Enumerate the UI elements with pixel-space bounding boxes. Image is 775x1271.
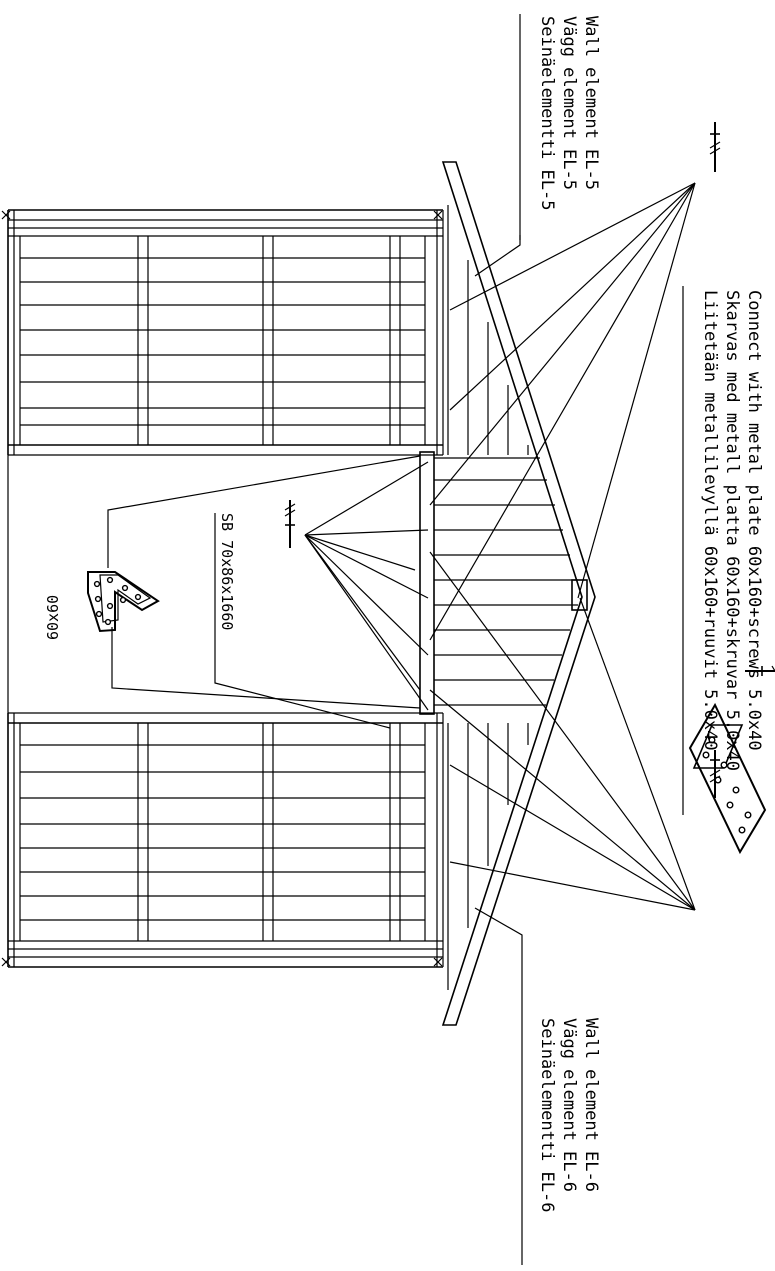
leader-lines (107, 182, 696, 950)
label-el6: Wall element EL-6 Vägg element EL-6 Sein… (521, 950, 601, 1265)
label-el5: Wall element EL-5 Vägg element EL-5 Sein… (519, 14, 601, 240)
svg-text:Wall element EL-5: Wall element EL-5 (581, 16, 601, 190)
svg-text:Vägg element EL-5: Vägg element EL-5 (559, 16, 579, 190)
label-bracket: 60x60 (44, 595, 62, 640)
metal-plate-icon (688, 702, 767, 855)
screw-icon (745, 665, 775, 676)
label-beam: SB 70x86x1660 (218, 513, 236, 630)
screw-icon (709, 122, 721, 172)
svg-text:Seinäelementti EL-5: Seinäelementti EL-5 (537, 16, 557, 210)
svg-text:SB 70x86x1660: SB 70x86x1660 (218, 513, 236, 630)
wall-element-el5 (1, 209, 444, 456)
gable-structure (434, 161, 596, 1026)
wall-element-el6 (1, 712, 444, 968)
svg-text:Seinäelementti EL-6: Seinäelementti EL-6 (537, 1018, 557, 1212)
svg-text:60x60: 60x60 (44, 595, 62, 640)
svg-text:Connect with metal plate 60x16: Connect with metal plate 60x160+screws 5… (744, 290, 764, 751)
screw-icon (284, 500, 296, 548)
svg-text:Liitetään metallilevyllä 60x16: Liitetään metallilevyllä 60x160+ruuvit 5… (700, 290, 720, 751)
opening-frame (7, 451, 435, 715)
angle-bracket-icon (87, 571, 160, 633)
svg-text:Skarvas med metall platta 60x1: Skarvas med metall platta 60x160+skruvar… (722, 290, 742, 771)
label-connect: Connect with metal plate 60x160+screws 5… (682, 286, 764, 815)
svg-text:Wall element EL-6: Wall element EL-6 (581, 1018, 601, 1192)
svg-text:Vägg element EL-6: Vägg element EL-6 (559, 1018, 579, 1192)
